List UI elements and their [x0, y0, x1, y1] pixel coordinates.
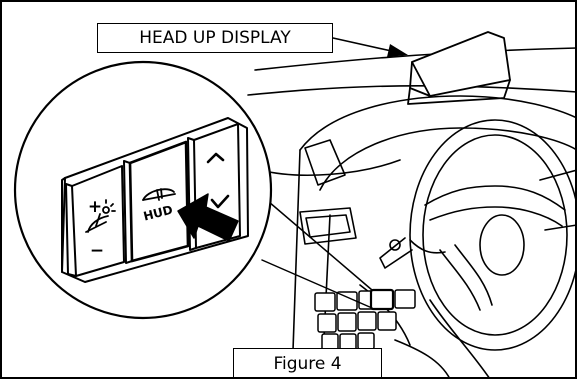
head-up-display-label: HEAD UP DISPLAY [97, 23, 333, 53]
figure-caption: Figure 4 [233, 348, 382, 379]
steering-wheel [380, 120, 577, 350]
hud-unit [408, 32, 510, 104]
dashboard-outline [248, 48, 577, 379]
switch-cluster [315, 290, 415, 350]
hud-callout-arrow [333, 38, 408, 57]
plus-label: + [88, 197, 102, 217]
minus-label: − [90, 241, 104, 261]
magnifier-connectors [262, 196, 372, 308]
